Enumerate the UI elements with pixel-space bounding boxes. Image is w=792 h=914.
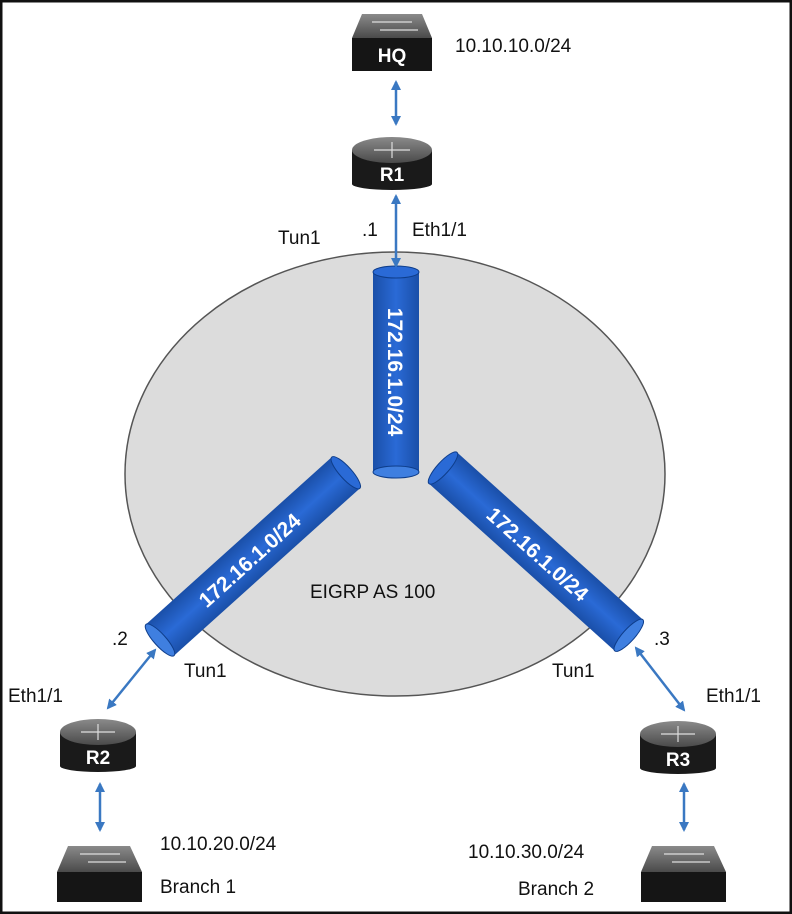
r3-tun-label: Tun1 [552,661,595,682]
r3-eth-label: Eth1/1 [706,686,761,707]
branch2-switch[interactable] [641,846,726,902]
branch1-subnet: 10.10.20.0/24 [160,834,277,855]
r3-label: R3 [666,750,690,771]
r2-tun-label: Tun1 [184,661,227,682]
router-r2[interactable]: R2 [60,719,136,772]
branch1-switch[interactable] [57,846,142,902]
link-r2-tunnel [106,648,157,710]
r1-label: R1 [380,165,405,186]
r2-ip-label: .2 [112,629,128,650]
switch-icon [352,14,432,38]
hq-switch[interactable]: HQ [352,14,432,71]
branch2-subnet: 10.10.30.0/24 [468,842,585,863]
hq-label: HQ [378,46,407,67]
r2-label: R2 [86,748,110,769]
router-r1[interactable]: R1 [352,137,432,190]
router-r3[interactable]: R3 [640,721,716,774]
r1-tun-label: Tun1 [278,228,321,249]
r1-eth-label: Eth1/1 [412,220,467,241]
branch2-label: Branch 2 [518,879,594,900]
tunnel-r1-subnet: 172.16.1.0/24 [383,308,406,437]
switch-icon [57,846,142,872]
r1-ip-label: .1 [362,220,378,241]
link-r3-tunnel [634,646,686,712]
r3-ip-label: .3 [654,629,670,650]
eigrp-label: EIGRP AS 100 [310,582,435,603]
switch-icon [641,846,726,872]
hq-subnet: 10.10.10.0/24 [455,36,572,57]
r2-eth-label: Eth1/1 [8,686,63,707]
tunnel-r1: 172.16.1.0/24 [372,265,420,479]
branch1-label: Branch 1 [160,877,236,898]
